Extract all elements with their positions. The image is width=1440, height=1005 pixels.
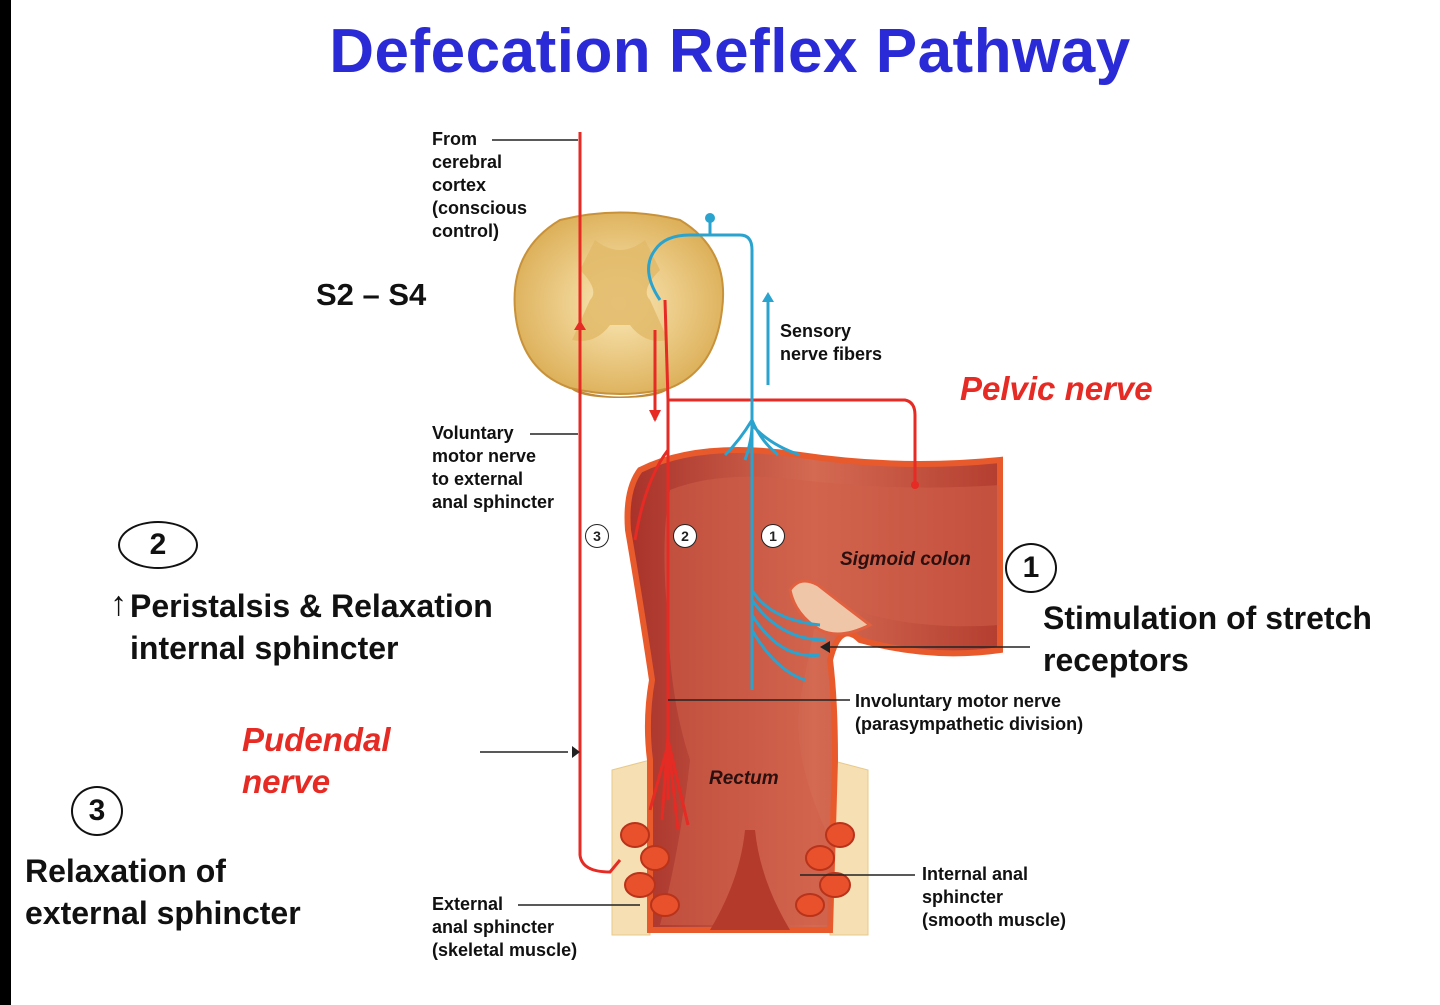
from-cortex-line-2: cerebral bbox=[432, 152, 503, 172]
external-line-2: anal sphincter bbox=[432, 917, 555, 937]
involuntary-line-1: Involuntary motor nerve bbox=[855, 691, 1062, 711]
sphincter-muscles bbox=[620, 822, 855, 917]
left-edge-bar bbox=[0, 0, 11, 1005]
step-1-text-line-1: Stimulation of stretch bbox=[1043, 600, 1372, 636]
from-cortex-label: From cerebral cortex (conscious control) bbox=[432, 128, 527, 243]
step-3-oval: 3 bbox=[71, 786, 123, 836]
step-2-text-line-1: Peristalsis & Relaxation bbox=[130, 588, 493, 624]
up-arrow-icon: ↑ bbox=[110, 585, 127, 623]
step-1-text-line-2: receptors bbox=[1043, 642, 1189, 678]
voluntary-line-2: motor nerve bbox=[432, 446, 537, 466]
external-anal-label: External anal sphincter (skeletal muscle… bbox=[432, 893, 577, 962]
external-line-1: External bbox=[432, 894, 504, 914]
segment-label: S2 – S4 bbox=[316, 277, 427, 312]
from-cortex-line-4: (conscious bbox=[432, 198, 528, 218]
pathway-marker-1: 1 bbox=[761, 524, 785, 548]
rectum-label: Rectum bbox=[709, 768, 779, 789]
internal-line-3: (smooth muscle) bbox=[922, 910, 1067, 930]
step-3-text-line-1: Relaxation of bbox=[25, 853, 226, 889]
external-line-3: (skeletal muscle) bbox=[432, 940, 578, 960]
pudendal-nerve-line-2: nerve bbox=[242, 763, 331, 800]
pelvic-nerve-label: Pelvic nerve bbox=[960, 370, 1153, 407]
sensory-arrowheads bbox=[705, 213, 774, 302]
internal-line-1: Internal anal bbox=[922, 864, 1029, 884]
from-cortex-line-3: cortex bbox=[432, 175, 487, 195]
step-3-text-line-2: external sphincter bbox=[25, 895, 301, 931]
voluntary-line-1: Voluntary bbox=[432, 423, 514, 443]
sigmoid-colon-label: Sigmoid colon bbox=[840, 549, 971, 570]
sensory-label: Sensory nerve fibers bbox=[780, 320, 882, 366]
voluntary-line-3: to external bbox=[432, 469, 524, 489]
from-cortex-line-1: From bbox=[432, 129, 477, 149]
pathway-marker-2: 2 bbox=[673, 524, 697, 548]
spinal-cord-section bbox=[513, 211, 724, 398]
pathway-marker-3: 3 bbox=[585, 524, 609, 548]
internal-line-2: sphincter bbox=[922, 887, 1004, 907]
sensory-line-2: nerve fibers bbox=[780, 344, 883, 364]
involuntary-line-2: (parasympathetic division) bbox=[855, 714, 1084, 734]
step-2-oval: 2 bbox=[118, 521, 198, 569]
voluntary-line-4: anal sphincter bbox=[432, 492, 555, 512]
step-1-oval: 1 bbox=[1005, 543, 1057, 593]
involuntary-motor-label: Involuntary motor nerve (parasympathetic… bbox=[855, 690, 1083, 736]
sensory-nerves bbox=[647, 218, 826, 690]
motor-nerves bbox=[578, 132, 917, 874]
leader-lines bbox=[480, 139, 1030, 906]
page-title: Defecation Reflex Pathway bbox=[329, 17, 1131, 86]
from-cortex-line-5: control) bbox=[432, 221, 499, 241]
internal-anal-label: Internal anal sphincter (smooth muscle) bbox=[922, 863, 1066, 932]
sensory-line-1: Sensory bbox=[780, 321, 852, 341]
step-2-text-line-2: internal sphincter bbox=[130, 630, 399, 666]
motor-arrows bbox=[574, 320, 919, 489]
pudendal-nerve-line-1: Pudendal bbox=[242, 721, 391, 758]
leader-arrowheads bbox=[572, 641, 830, 758]
voluntary-motor-label: Voluntary motor nerve to external anal s… bbox=[432, 422, 554, 514]
